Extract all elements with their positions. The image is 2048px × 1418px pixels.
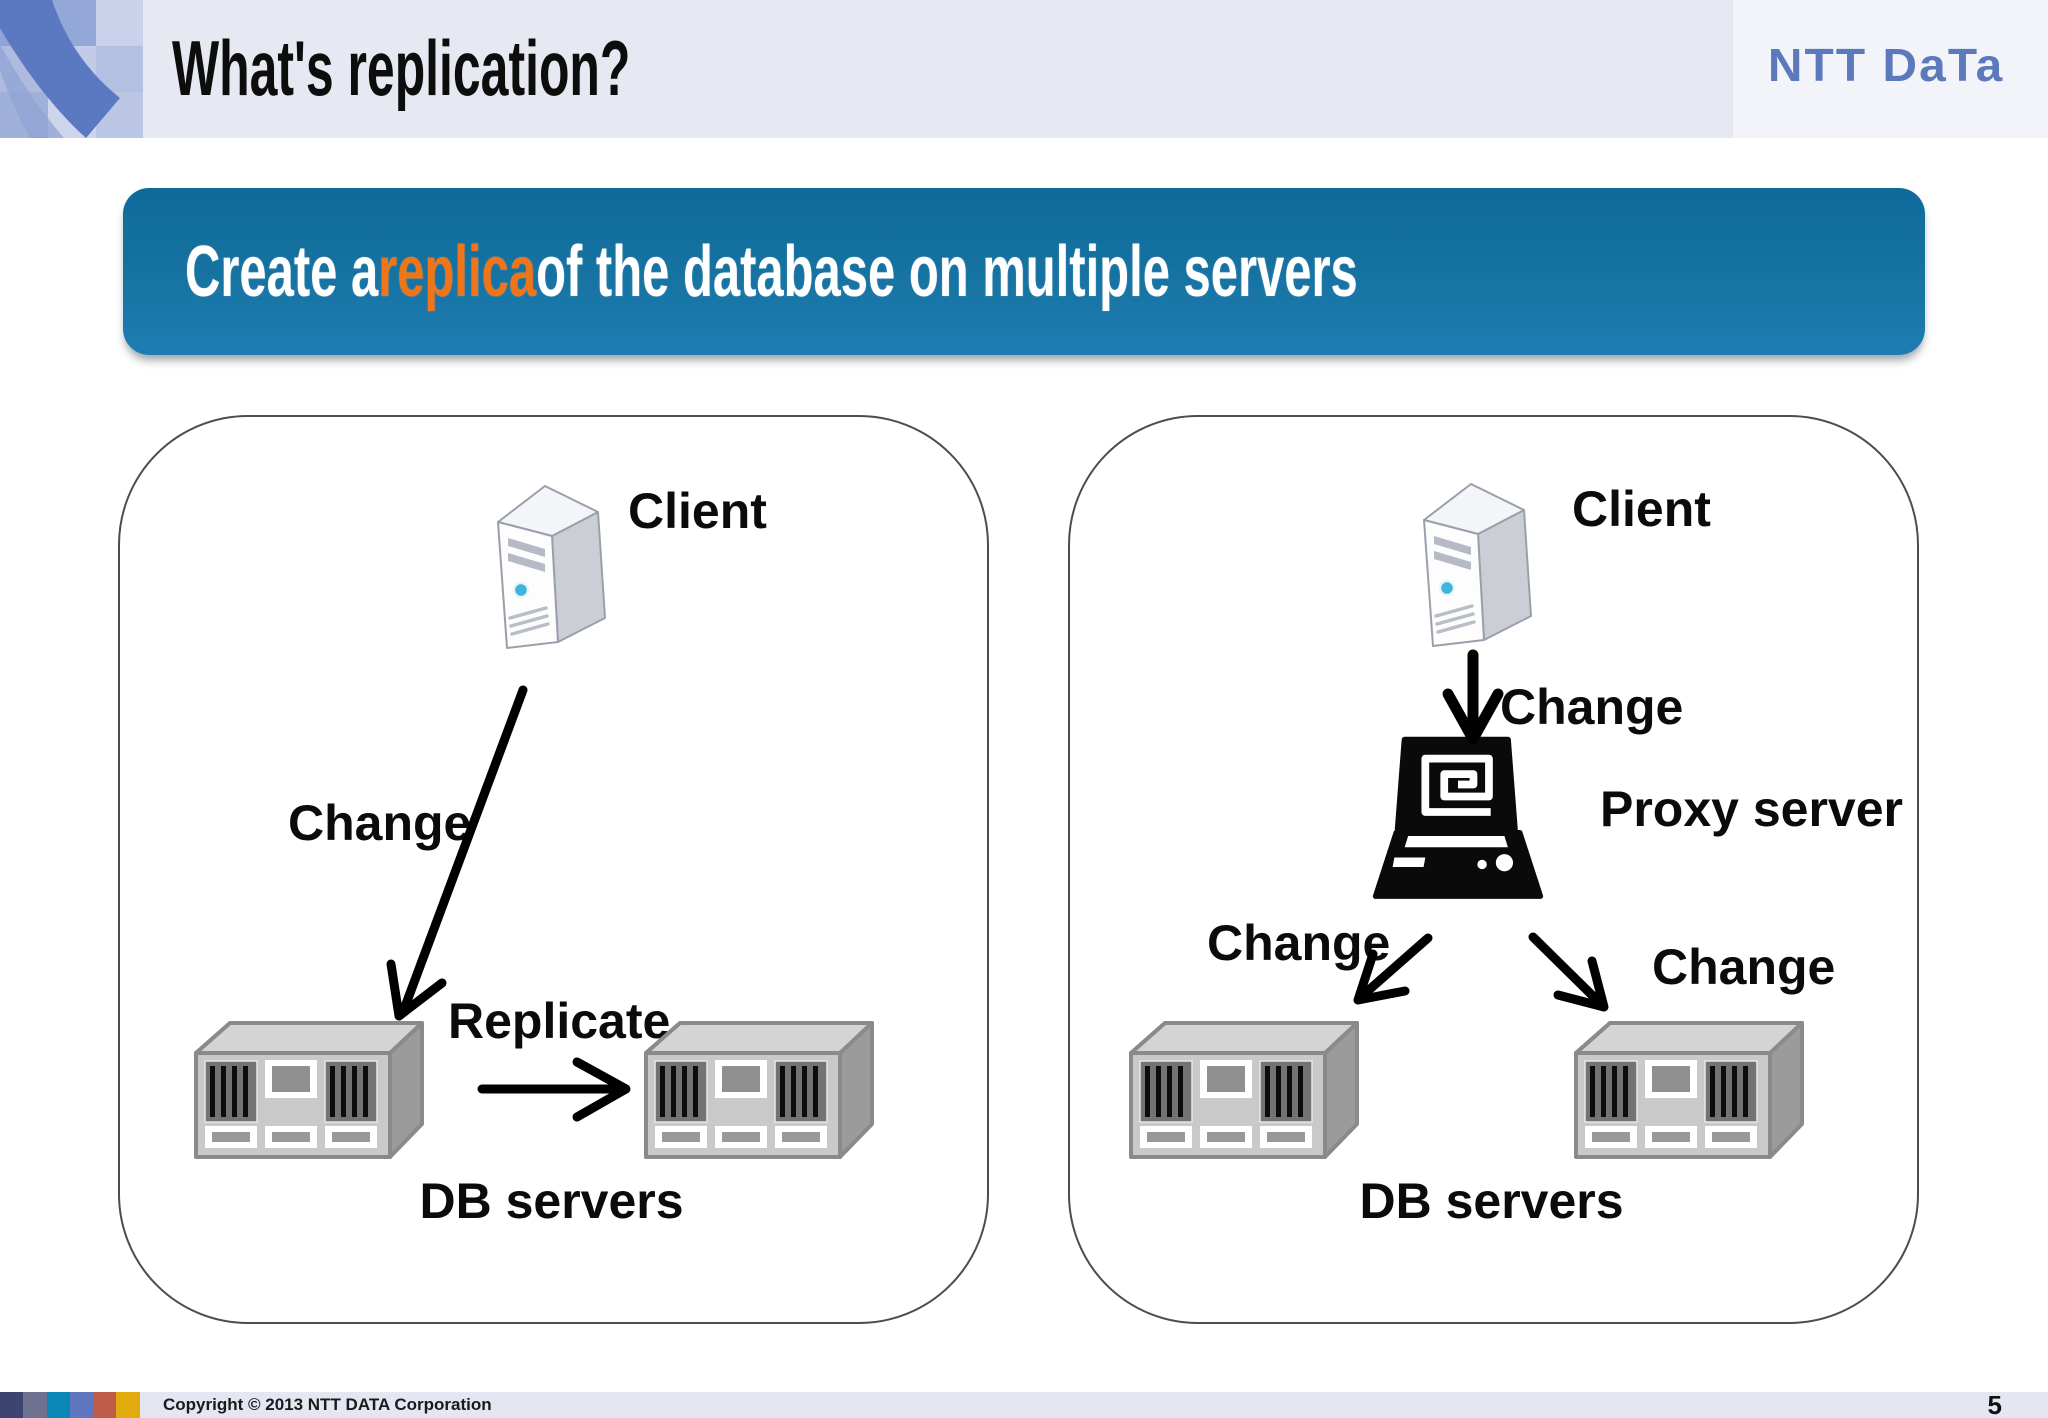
- change-label-left-arrow: Change: [1207, 915, 1391, 971]
- palette-square: [23, 1392, 47, 1418]
- palette-square: [46, 1392, 70, 1418]
- banner-text-highlight: replica: [378, 231, 537, 312]
- footer-color-palette-icon: [0, 1392, 140, 1418]
- footer-strip: Copyright © 2013 NTT DATA Corporation: [0, 1392, 2048, 1418]
- change-label-top-right-panel: Change: [1500, 679, 1684, 735]
- copyright-text: Copyright © 2013 NTT DATA Corporation: [163, 1395, 492, 1414]
- db-server-icon: [1573, 1020, 1805, 1160]
- client-label-left: Client: [628, 483, 767, 539]
- db-servers-label-left: DB servers: [419, 1173, 684, 1229]
- db-server-icon: [643, 1020, 875, 1160]
- db-server-icon: [193, 1020, 425, 1160]
- change-label-right-arrow: Change: [1652, 939, 1836, 995]
- proxy-server-label: Proxy server: [1600, 781, 1904, 837]
- ntt-data-logo: NTT DaTa: [1767, 39, 2004, 91]
- palette-square: [0, 1392, 24, 1418]
- logo-area: [1733, 0, 2048, 138]
- palette-square: [69, 1392, 94, 1418]
- palette-square: [116, 1392, 140, 1418]
- replicate-label: Replicate: [448, 993, 671, 1049]
- banner-text-suffix: of the database on multiple servers: [536, 231, 1358, 312]
- palette-square: [93, 1392, 117, 1418]
- db-servers-label-right: DB servers: [1359, 1173, 1624, 1229]
- banner-text: Create a replica of the database on mult…: [185, 188, 1358, 355]
- client-computer-icon: [488, 472, 610, 652]
- key-message-banner: Create a replica of the database on mult…: [123, 188, 1925, 355]
- client-computer-icon: [1414, 470, 1536, 650]
- header-strip: What's replication? NTT DaTa: [0, 0, 2048, 138]
- client-label-right: Client: [1572, 481, 1711, 537]
- db-server-icon: [1128, 1020, 1360, 1160]
- decorative-mosaic-icon: [0, 0, 143, 138]
- banner-text-prefix: Create a: [185, 231, 379, 312]
- proxy-server-icon: [1372, 736, 1544, 900]
- change-label-left-panel: Change: [288, 795, 472, 851]
- page-number: 5: [1987, 1390, 2002, 1418]
- page-title: What's replication?: [172, 24, 631, 112]
